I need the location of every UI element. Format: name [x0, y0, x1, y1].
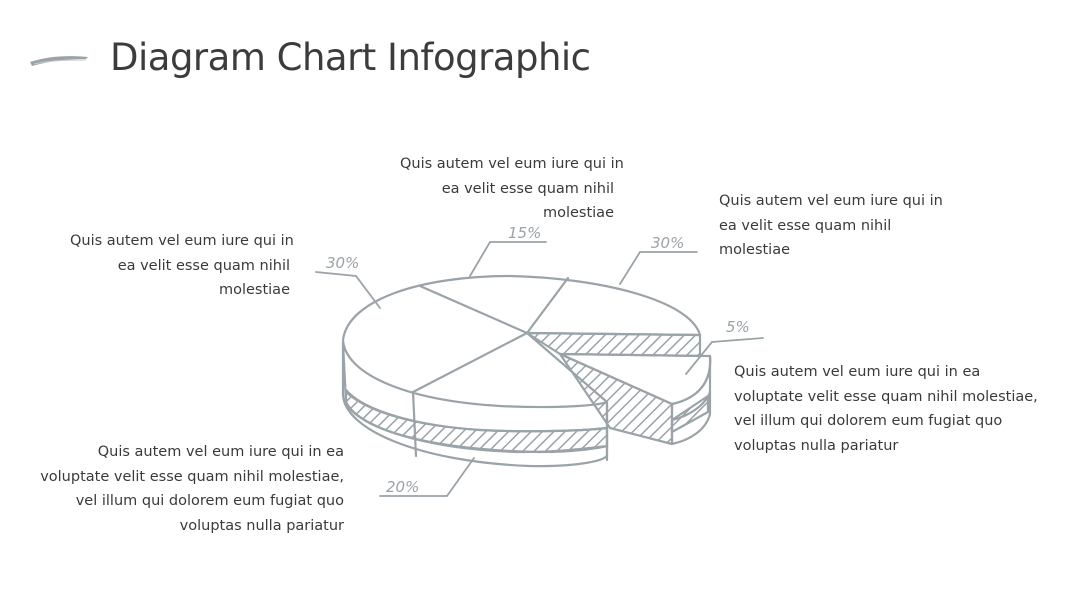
pie-divider-1 [418, 284, 529, 335]
caption-left: Quis autem vel eum iure qui in ea velit … [70, 233, 294, 298]
pct-label-20: 20% [386, 478, 419, 496]
pie-divider-4 [411, 331, 529, 394]
leader-15 [469, 241, 547, 277]
pct-label-30-right: 30% [651, 234, 684, 252]
pie-divider-2 [525, 276, 570, 335]
caption-top: Quis autem vel eum iure qui in ea velit … [400, 156, 624, 221]
pie-hatch-band [344, 390, 609, 454]
brush-stroke-icon [30, 56, 88, 66]
pie-top-face [341, 274, 702, 409]
pct-label-30-left: 30% [326, 254, 359, 272]
caption-bottom-left: Quis autem vel eum iure qui in ea volupt… [40, 444, 344, 534]
leader-20 [379, 457, 475, 497]
pct-label-5: 5% [726, 318, 750, 336]
leader-5 [685, 337, 764, 375]
caption-top-right: Quis autem vel eum iure qui in ea velit … [719, 193, 943, 258]
pie-pulled-slice-outer [670, 354, 712, 446]
page-title: Diagram Chart Infographic [110, 36, 591, 79]
leader-30-right [619, 251, 698, 285]
pct-label-15: 15% [508, 224, 541, 242]
caption-right: Quis autem vel eum iure qui in ea volupt… [734, 364, 1038, 454]
pie-wedge-hatch [525, 331, 702, 358]
leader-30-left [315, 271, 381, 309]
pie-side-wall [341, 341, 609, 468]
